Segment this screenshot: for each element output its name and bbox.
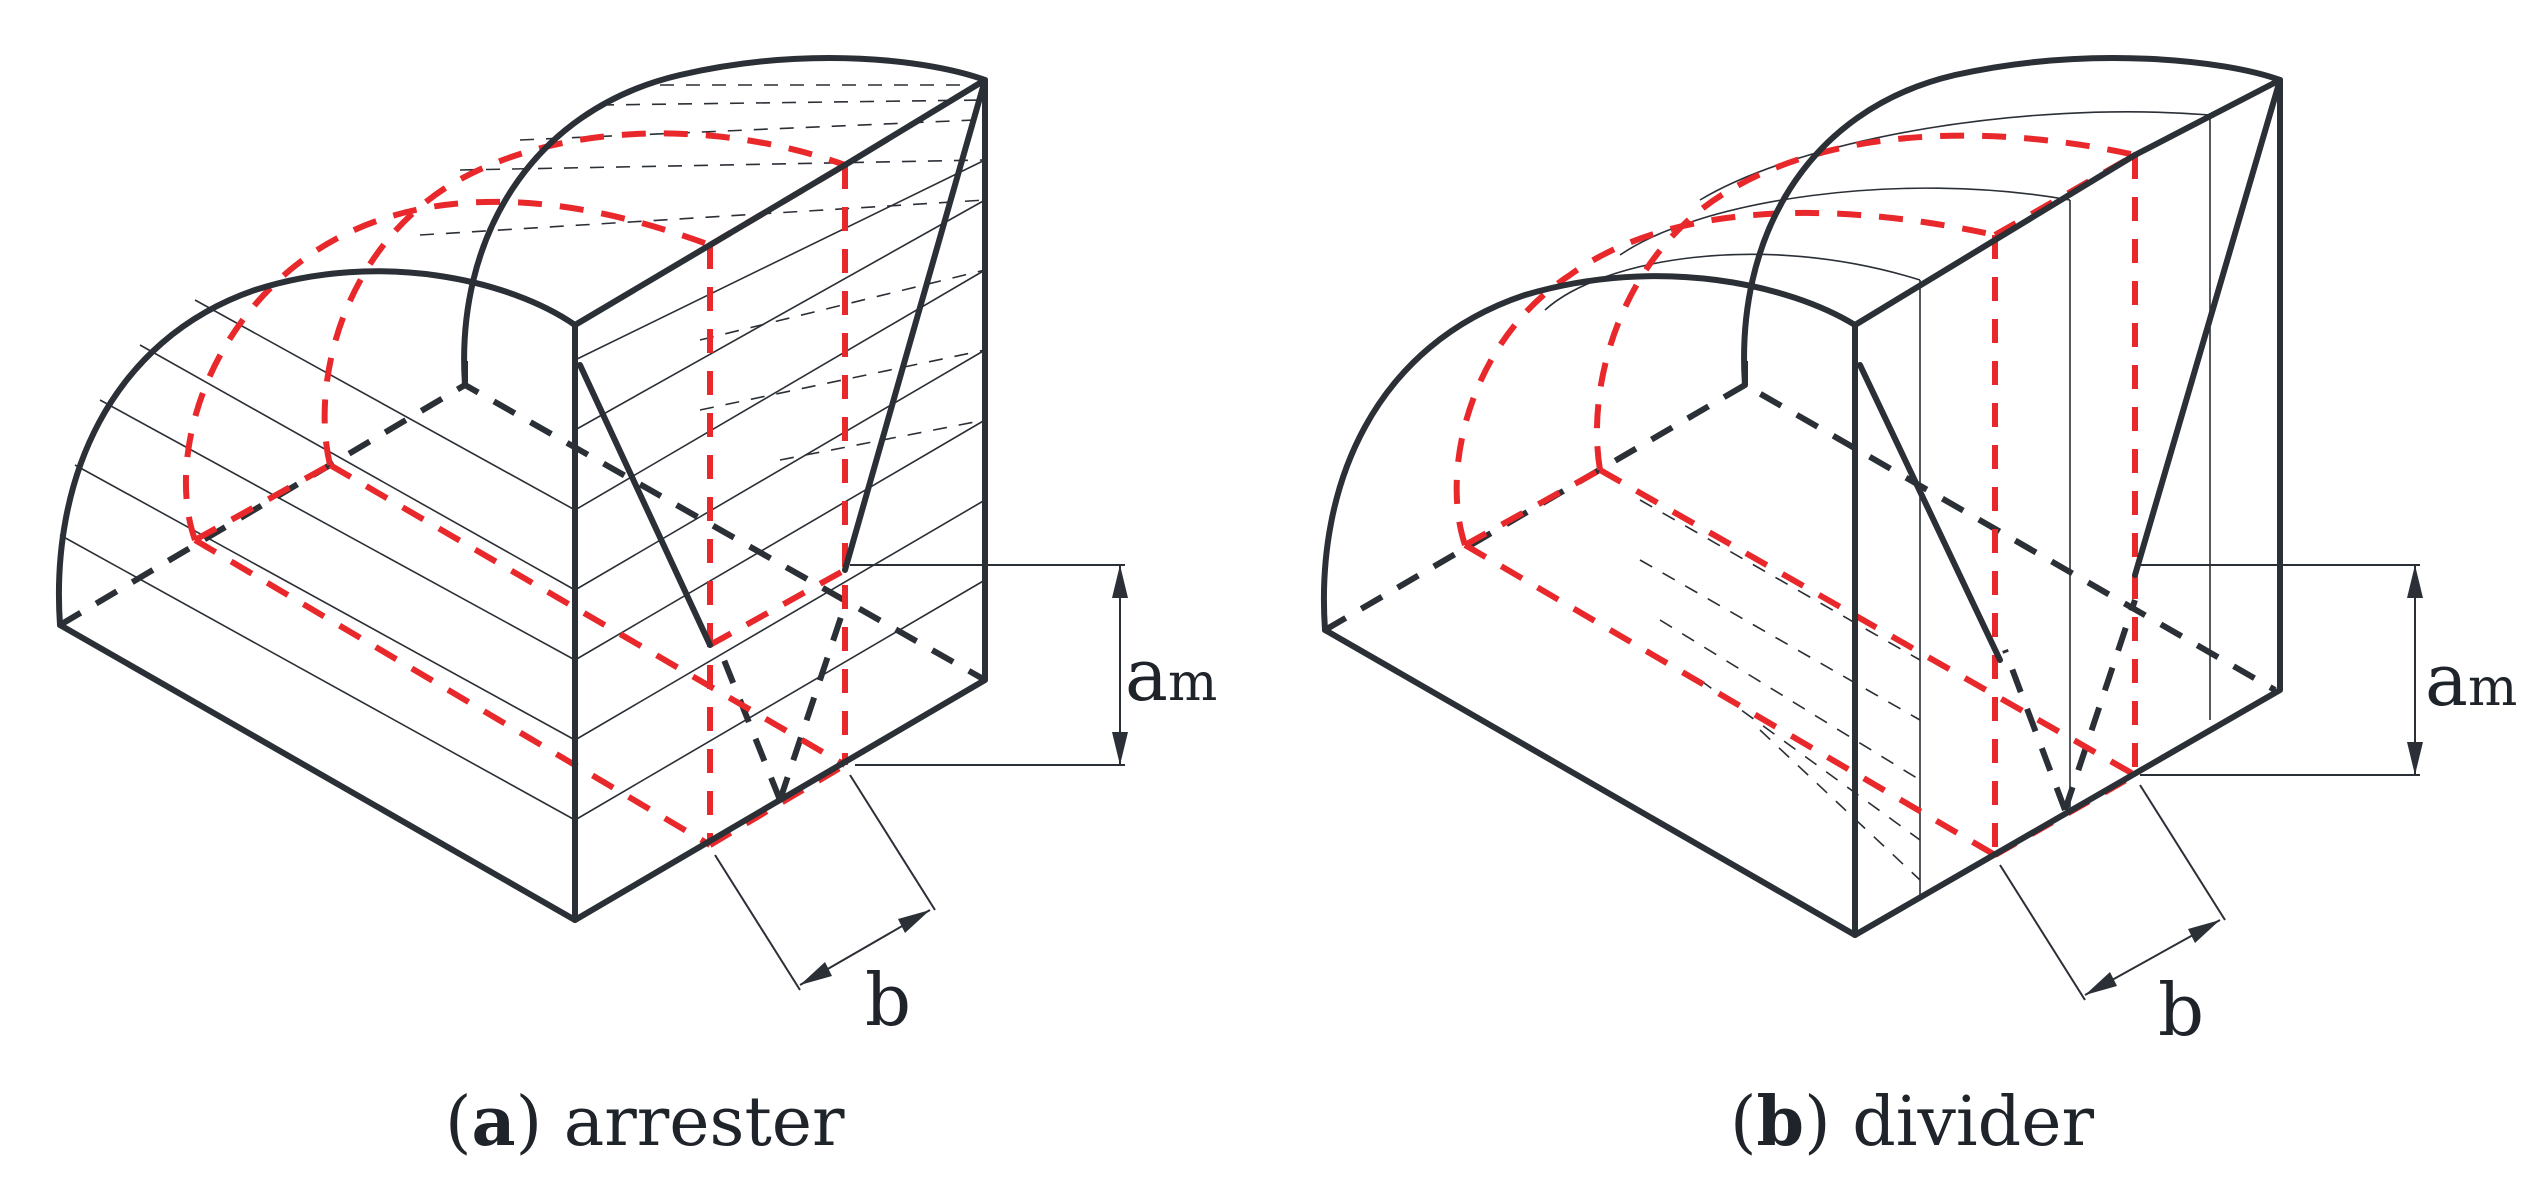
panel-b-am-label: am (2425, 638, 2517, 722)
panel-a-arrester: am b (a) arrester (56, 55, 1217, 1162)
panel-b-outline (1321, 55, 2283, 938)
panel-a-dimension-am (850, 564, 1128, 766)
panel-a-b-label: b (865, 958, 911, 1042)
panel-a-caption: (a) arrester (445, 1082, 845, 1162)
panel-b-dimension-b (1999, 784, 2226, 1001)
panel-b-red-profile (1453, 132, 2138, 858)
panel-a-dimension-b (714, 774, 936, 991)
panel-b-divider: am b (b) divider (1321, 55, 2517, 1162)
panel-a-outline (56, 55, 988, 923)
panel-a-red-profile (182, 130, 848, 848)
panel-a-am-label: am (1125, 633, 1217, 717)
panel-b-b-label: b (2158, 968, 2204, 1052)
panel-b-dimension-am (2140, 564, 2423, 776)
panel-b-plate-lines (1544, 111, 2211, 900)
panel-b-caption: (b) divider (1730, 1082, 2094, 1162)
panel-a-lamella-lines (59, 84, 986, 821)
